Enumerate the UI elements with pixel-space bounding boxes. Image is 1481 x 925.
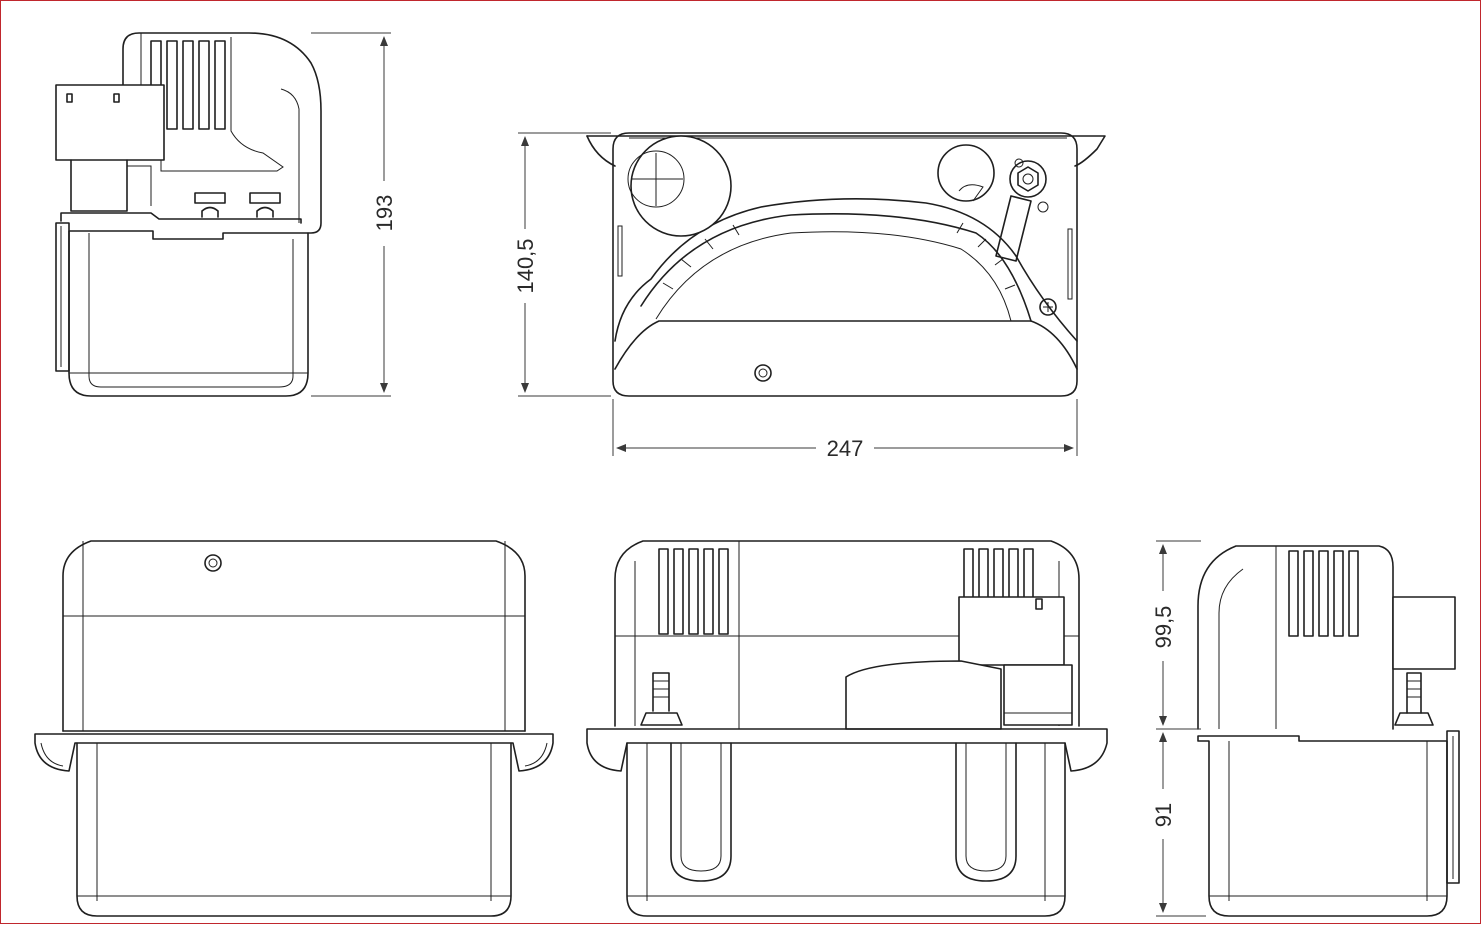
top-view-center xyxy=(586,132,1106,397)
dimension-label-99-5: 99,5 xyxy=(1151,606,1176,649)
dimension-label-140-5: 140,5 xyxy=(513,238,538,293)
front-view-bottom-left xyxy=(34,540,554,917)
dimension-label-247: 247 xyxy=(827,436,864,461)
power-indicator-label: POWER xyxy=(197,196,223,203)
dimension-label-91: 91 xyxy=(1151,803,1176,827)
dimension-label-193: 193 xyxy=(372,195,397,232)
dimension-99-5-91: 99,5 91 xyxy=(1151,540,1206,917)
dimension-193: 193 xyxy=(311,32,397,397)
dimension-140-5: 140,5 xyxy=(513,132,611,397)
side-view-bottom-right xyxy=(1197,545,1460,917)
dimension-247: 247 xyxy=(612,399,1078,461)
side-view-top-left: POWER ALARM xyxy=(55,32,322,397)
alarm-indicator-label: ALARM xyxy=(252,196,277,203)
rear-view-bottom-center xyxy=(586,540,1108,917)
